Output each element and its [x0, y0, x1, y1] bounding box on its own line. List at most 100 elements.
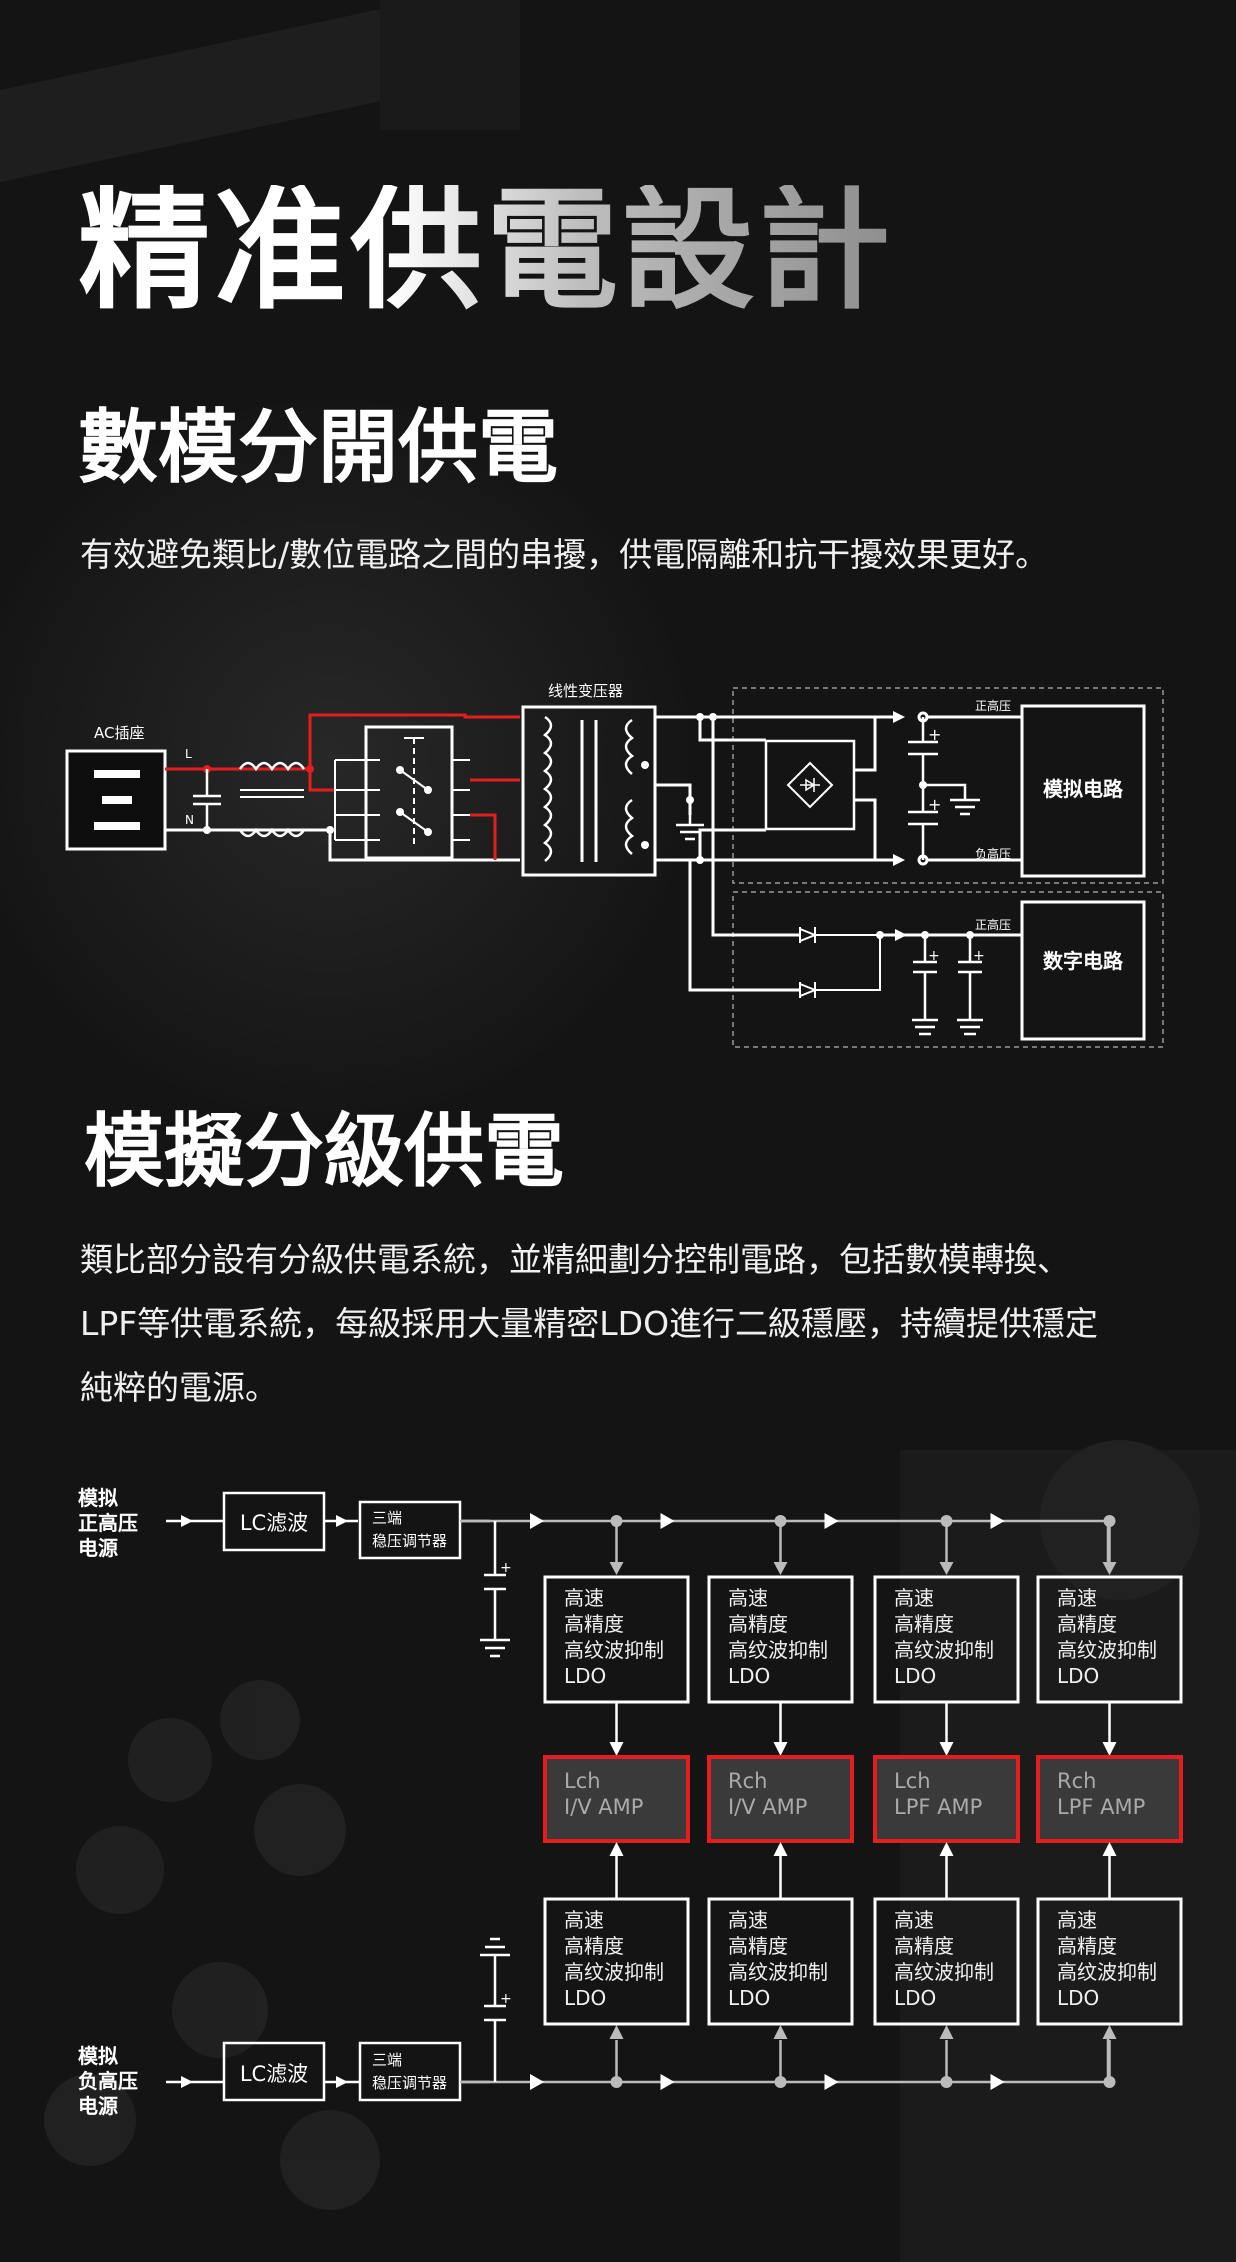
ldo-label: 高纹波抑制 — [1057, 1638, 1157, 1662]
ldo-label: 高精度 — [1057, 1934, 1117, 1958]
neg-source-label: 电源 — [78, 2094, 118, 2118]
rail-arrow — [990, 1513, 1005, 1529]
ldo-block — [543, 1897, 690, 2026]
lc-filter-positive — [222, 1491, 326, 1552]
amp-type-label: LPF AMP — [894, 1795, 982, 1819]
svg-text:+: + — [500, 1991, 512, 2007]
ldo-block — [873, 1897, 1020, 2026]
rail-node — [1103, 2076, 1116, 2088]
section-power-split-description: 有效避免類比/數位電路之間的串擾，供電隔離和抗干擾效果更好。 — [80, 535, 1049, 574]
ldo-label: LDO — [564, 1664, 606, 1688]
regulator-label: 三端 — [372, 1509, 402, 1527]
svg-text:+: + — [500, 1560, 512, 1576]
digital-circuit-block — [1020, 900, 1146, 1041]
section-tiered-power-description: 類比部分設有分級供電系統，並精細劃分控制電路，包括數模轉換、 LPF等供電系統，… — [80, 1228, 1098, 1420]
amp-block — [707, 1755, 854, 1843]
ldo-block — [1036, 1897, 1183, 2026]
ldo-label: 高速 — [1057, 1586, 1097, 1610]
ldo-label: LDO — [894, 1986, 936, 2010]
down-arrow — [773, 1562, 788, 1575]
pos-source-label: 电源 — [78, 1536, 118, 1560]
ldo-label: 高纹波抑制 — [894, 1638, 994, 1662]
rail-arrow — [660, 2074, 675, 2090]
ldo-block — [707, 1897, 854, 2026]
regulator-negative — [358, 2041, 462, 2102]
down-arrow — [939, 1562, 954, 1575]
ldo-label: 高纹波抑制 — [564, 1638, 664, 1662]
description-line: 純粹的電源。 — [80, 1368, 278, 1407]
rail-arrow — [660, 1513, 675, 1529]
ldo-label: 高精度 — [564, 1612, 624, 1636]
ldo-label: 高纹波抑制 — [728, 1960, 828, 1984]
rail-node — [940, 2076, 953, 2088]
rail-arrow — [990, 2074, 1005, 2090]
ldo-label: 高精度 — [894, 1934, 954, 1958]
ldo-label: 高纹波抑制 — [728, 1638, 828, 1662]
up-arrow — [1102, 1842, 1117, 1856]
down-arrow — [1102, 1742, 1117, 1756]
regulator-label: 稳压调节器 — [372, 2074, 447, 2092]
regulator-label: 三端 — [372, 2051, 402, 2069]
amp-block — [873, 1755, 1020, 1843]
regulator-label: 稳压调节器 — [372, 1532, 447, 1550]
ldo-label: LDO — [564, 1986, 606, 2010]
rail-arrow — [824, 1513, 839, 1529]
pos-source-label: 正高压 — [78, 1511, 138, 1535]
analog-section-frame — [732, 687, 1164, 884]
ldo-label: 高速 — [564, 1586, 604, 1610]
ldo-label: LDO — [728, 1986, 770, 2010]
linear-transformer — [521, 705, 657, 877]
ldo-label: 高精度 — [728, 1612, 788, 1636]
analog-circuit-block — [1020, 704, 1146, 878]
amp-type-label: I/V AMP — [728, 1795, 807, 1819]
amp-channel-label: Rch — [1057, 1769, 1096, 1793]
amp-channel-label: Lch — [894, 1769, 931, 1793]
ldo-label: LDO — [1057, 1986, 1099, 2010]
voltage-switch — [364, 725, 454, 860]
up-arrow — [939, 2025, 954, 2039]
lc-filter-label: LC滤波 — [240, 2062, 308, 2086]
positive-hv-label: 正高压 — [975, 698, 1011, 713]
ldo-label: LDO — [894, 1664, 936, 1688]
down-arrow — [1102, 1562, 1117, 1575]
svg-text:+: + — [928, 795, 941, 814]
section-tiered-power-title: 模擬分級供電 — [84, 1105, 564, 1198]
up-arrow — [939, 1842, 954, 1856]
transformer-label: 线性变压器 — [548, 682, 623, 700]
ldo-label: LDO — [728, 1664, 770, 1688]
amp-type-label: I/V AMP — [564, 1795, 643, 1819]
amp-channel-label: Rch — [728, 1769, 767, 1793]
neg-source-label: 负高压 — [78, 2069, 138, 2093]
line-label: L — [185, 747, 192, 761]
rail-arrow — [530, 2074, 544, 2090]
ac-socket-label: AC插座 — [94, 724, 144, 742]
ldo-label: 高精度 — [728, 1934, 788, 1958]
ldo-label: 高纹波抑制 — [564, 1960, 664, 1984]
section-power-split-title: 數模分開供電 — [78, 401, 558, 494]
neg-source-label: 模拟 — [78, 2044, 118, 2068]
svg-text:+: + — [928, 725, 941, 744]
amp-type-label: LPF AMP — [1057, 1795, 1145, 1819]
description-line: 類比部分設有分級供電系統，並精細劃分控制電路，包括數模轉換、 — [80, 1240, 1070, 1279]
rail-node — [610, 2076, 623, 2088]
up-arrow — [609, 2025, 624, 2039]
regulator-positive — [358, 1500, 462, 1560]
ldo-label: 高精度 — [564, 1934, 624, 1958]
ldo-label: 高速 — [1057, 1908, 1097, 1932]
up-arrow — [773, 2025, 788, 2039]
up-arrow — [609, 1842, 624, 1856]
page-title: 精准供電設計 — [78, 174, 894, 328]
rail-arrow — [824, 2074, 839, 2090]
ldo-label: 高速 — [564, 1908, 604, 1932]
analog-circuit-label: 模拟电路 — [1043, 777, 1124, 801]
amp-block — [543, 1755, 690, 1843]
ldo-label: 高速 — [728, 1908, 768, 1932]
svg-text:+: + — [973, 948, 985, 964]
rail-arrow — [530, 1513, 544, 1529]
digital-positive-label: 正高压 — [975, 917, 1011, 932]
lc-filter-label: LC滤波 — [240, 1511, 308, 1535]
rail-node — [774, 2076, 787, 2088]
svg-text:+: + — [928, 948, 940, 964]
